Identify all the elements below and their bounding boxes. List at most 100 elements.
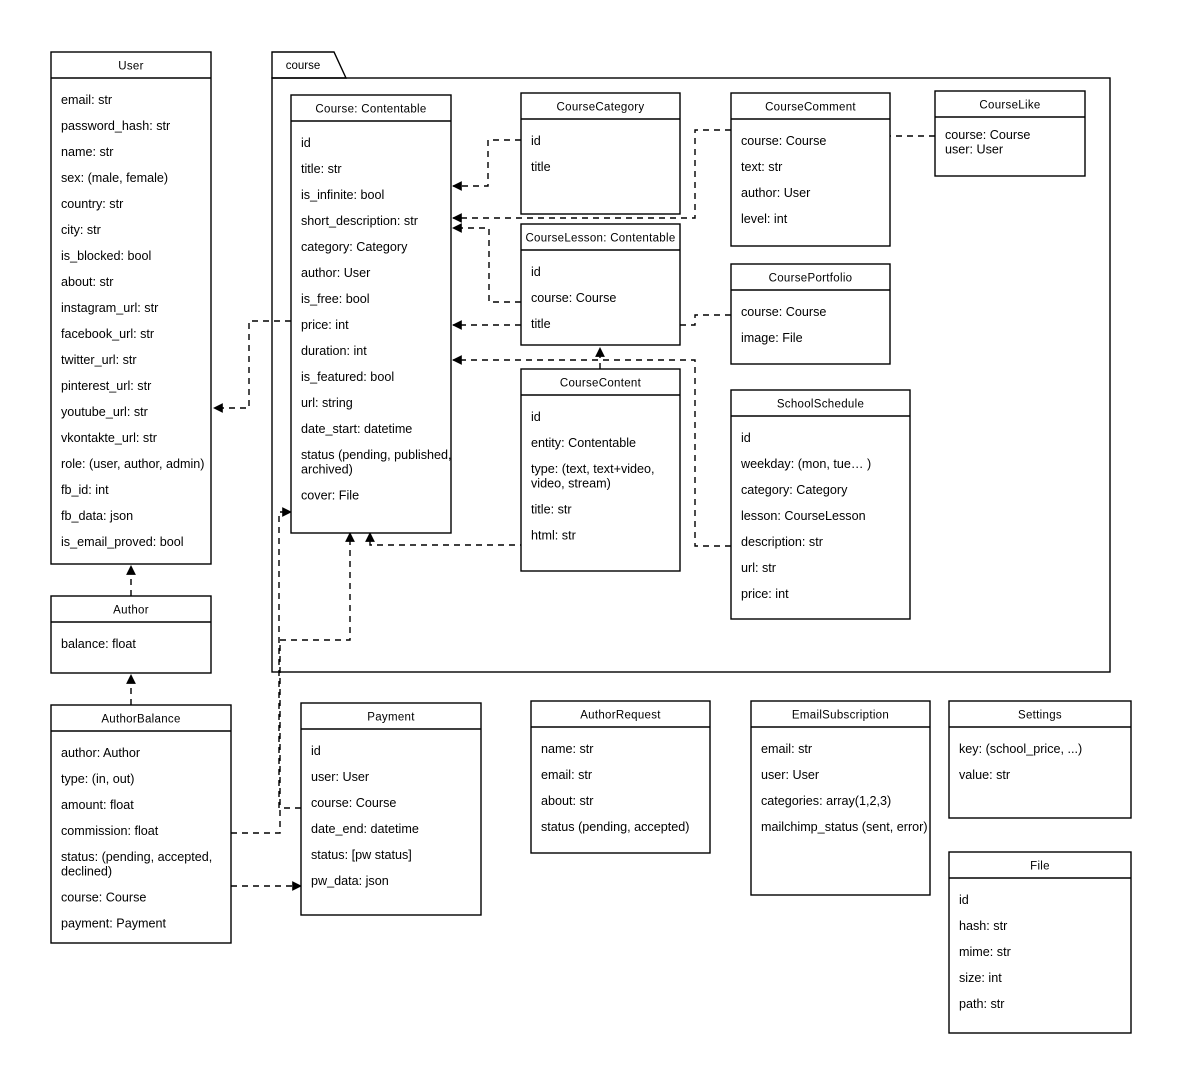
class-attribute: is_blocked: bool bbox=[61, 249, 151, 263]
class-attribute: lesson: CourseLesson bbox=[741, 509, 866, 523]
class-name: CourseLesson: Contentable bbox=[525, 233, 675, 245]
class-attribute: fb_id: int bbox=[61, 483, 109, 497]
class-attribute: status (pending, published, bbox=[301, 448, 452, 462]
class-frame bbox=[290, 94, 452, 534]
class-frame bbox=[730, 389, 911, 620]
class-attribute: type: (text, text+video, bbox=[531, 462, 655, 476]
package-course: course bbox=[271, 51, 1111, 673]
class-attribute: id bbox=[531, 134, 541, 148]
class-name: User bbox=[118, 61, 143, 73]
class-attribute: status: [pw status] bbox=[311, 848, 412, 862]
class-attribute: email: str bbox=[61, 93, 112, 107]
class-frame bbox=[934, 90, 1086, 177]
class-attribute: author: User bbox=[301, 266, 370, 280]
class-name: EmailSubscription bbox=[792, 710, 889, 722]
class-attribute: mailchimp_status (sent, error) bbox=[761, 820, 928, 834]
class-attribute: is_email_proved: bool bbox=[61, 535, 184, 549]
class-attribute: id bbox=[531, 265, 541, 279]
class-frame bbox=[50, 704, 232, 944]
class-attribute: id bbox=[741, 431, 751, 445]
class-attribute: course: Course bbox=[945, 128, 1030, 142]
class-attribute: declined) bbox=[61, 865, 112, 879]
class-attribute: html: str bbox=[531, 529, 576, 543]
class-frame bbox=[520, 368, 681, 572]
class-frame bbox=[750, 700, 931, 896]
class-attribute: country: str bbox=[61, 197, 123, 211]
connector-authorbalance-course-link bbox=[231, 532, 355, 834]
class-name: Payment bbox=[367, 712, 415, 724]
class-attribute: weekday: (mon, tue… ) bbox=[740, 457, 871, 471]
class-attribute: date_start: datetime bbox=[301, 422, 412, 436]
class-attribute: status: (pending, accepted, bbox=[61, 850, 212, 864]
class-attribute: key: (school_price, ...) bbox=[959, 742, 1082, 756]
class-attribute: duration: int bbox=[301, 344, 367, 358]
class-name: CourseComment bbox=[765, 102, 856, 114]
class-attribute: id bbox=[959, 893, 969, 907]
class-frame bbox=[520, 223, 681, 346]
class-frame bbox=[50, 51, 212, 565]
class-frame bbox=[948, 851, 1132, 1034]
class-attribute: course: Course bbox=[61, 891, 146, 905]
class-attribute: youtube_url: str bbox=[61, 405, 148, 419]
class-attribute: payment: Payment bbox=[61, 917, 167, 931]
class-attribute: id bbox=[301, 136, 311, 150]
class-name: File bbox=[1030, 861, 1050, 873]
class-attribute: price: int bbox=[741, 587, 789, 601]
class-attribute: pinterest_url: str bbox=[61, 379, 151, 393]
class-attribute: about: str bbox=[541, 794, 594, 808]
package-layer: course bbox=[271, 51, 1111, 673]
class-attribute: status (pending, accepted) bbox=[541, 820, 689, 834]
class-attribute: text: str bbox=[741, 160, 782, 174]
class-attribute: name: str bbox=[61, 145, 114, 159]
package-label: course bbox=[286, 60, 321, 72]
class-frame bbox=[730, 263, 891, 365]
class-attribute: role: (user, author, admin) bbox=[61, 457, 205, 471]
class-attribute: title bbox=[531, 317, 551, 331]
class-attribute: is_free: bool bbox=[301, 292, 370, 306]
class-attribute: id bbox=[531, 410, 541, 424]
class-attribute: category: Category bbox=[301, 240, 408, 254]
class-attribute: email: str bbox=[541, 768, 592, 782]
class-attribute: course: Course bbox=[741, 134, 826, 148]
class-attribute: id bbox=[311, 744, 321, 758]
class-name: CourseLike bbox=[979, 100, 1040, 112]
class-attribute: course: Course bbox=[311, 796, 396, 810]
class-attribute: email: str bbox=[761, 742, 812, 756]
class-attribute: amount: float bbox=[61, 798, 134, 812]
class-name: Course: Contentable bbox=[315, 104, 426, 116]
class-attribute: title: str bbox=[301, 162, 342, 176]
class-attribute: is_featured: bool bbox=[301, 370, 394, 384]
class-name: AuthorRequest bbox=[580, 710, 661, 722]
package-body bbox=[271, 77, 1111, 673]
class-attribute: is_infinite: bool bbox=[301, 188, 384, 202]
class-name: CourseCategory bbox=[557, 102, 645, 114]
class-attribute: entity: Contentable bbox=[531, 436, 636, 450]
class-attribute: commission: float bbox=[61, 824, 159, 838]
class-attribute: price: int bbox=[301, 318, 349, 332]
class-name: AuthorBalance bbox=[101, 714, 180, 726]
class-attribute: title: str bbox=[531, 503, 572, 517]
class-box-course[interactable]: Course: Contentable id title: str is_infini… bbox=[290, 94, 452, 534]
class-attribute: author: Author bbox=[61, 746, 140, 760]
class-attribute: about: str bbox=[61, 275, 114, 289]
connector-coursecategory-to-course bbox=[452, 139, 521, 191]
class-attribute: user: User bbox=[945, 143, 1003, 157]
